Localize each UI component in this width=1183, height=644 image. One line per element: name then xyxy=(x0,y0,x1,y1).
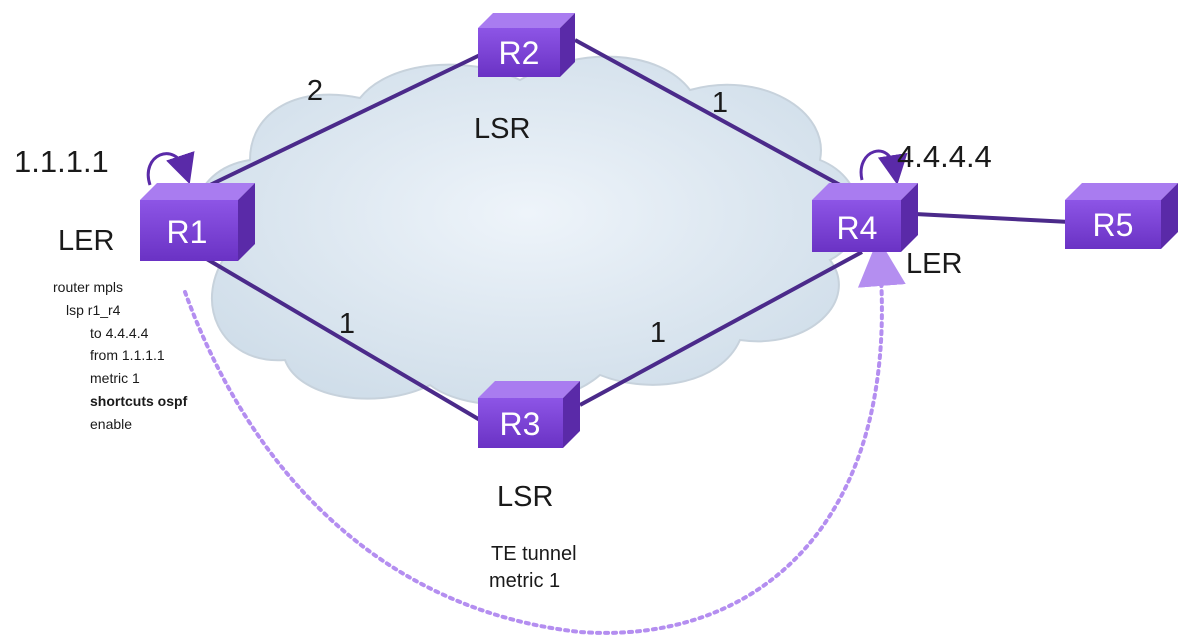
role-r1: LER xyxy=(58,225,114,257)
config-line: metric 1 xyxy=(90,370,140,386)
r1-loopback-arrow xyxy=(146,151,195,186)
metric-r2-r4: 1 xyxy=(712,87,728,119)
config-line: to 4.4.4.4 xyxy=(90,325,149,341)
router-r3-label: R3 xyxy=(500,406,541,442)
metric-r1-r3: 1 xyxy=(339,308,355,340)
router-r5-label: R5 xyxy=(1093,207,1134,243)
config-line-shortcuts: shortcuts ospf xyxy=(90,393,188,409)
te-tunnel-metric-label: metric 1 xyxy=(489,570,560,592)
config-line: enable xyxy=(90,416,132,432)
role-r4: LER xyxy=(906,248,962,280)
link-r1-r2 xyxy=(209,53,481,187)
role-r2: LSR xyxy=(474,113,530,145)
loopback-r1: 1.1.1.1 xyxy=(14,144,109,179)
router-r4[interactable]: R4 xyxy=(812,183,918,252)
config-line: lsp r1_r4 xyxy=(66,302,121,318)
te-tunnel-label: TE tunnel xyxy=(491,543,577,565)
metric-r1-r2: 2 xyxy=(307,75,323,107)
router-r2[interactable]: R2 xyxy=(478,13,575,77)
router-r1[interactable]: R1 xyxy=(140,183,255,261)
metric-r3-r4: 1 xyxy=(650,317,666,349)
router-r2-label: R2 xyxy=(499,35,540,71)
loopback-r4: 4.4.4.4 xyxy=(897,139,992,174)
link-r4-r5 xyxy=(914,212,1071,224)
links xyxy=(203,38,1071,422)
role-r3: LSR xyxy=(497,481,553,513)
te-tunnel-path xyxy=(183,238,906,635)
link-r2-r4 xyxy=(574,38,841,187)
r4-loopback-arrow xyxy=(859,149,908,185)
router-r5[interactable]: R5 xyxy=(1065,183,1178,249)
router-r4-label: R4 xyxy=(837,210,878,246)
network-cloud xyxy=(195,55,860,406)
r1-config-block: router mpls lsp r1_r4 to 4.4.4.4 from 1.… xyxy=(53,279,188,432)
link-r3-r4 xyxy=(579,250,863,407)
router-r1-label: R1 xyxy=(167,214,208,250)
config-line: from 1.1.1.1 xyxy=(90,347,165,363)
router-r3[interactable]: R3 xyxy=(478,381,580,448)
link-r1-r3 xyxy=(203,256,482,422)
config-line: router mpls xyxy=(53,279,123,295)
